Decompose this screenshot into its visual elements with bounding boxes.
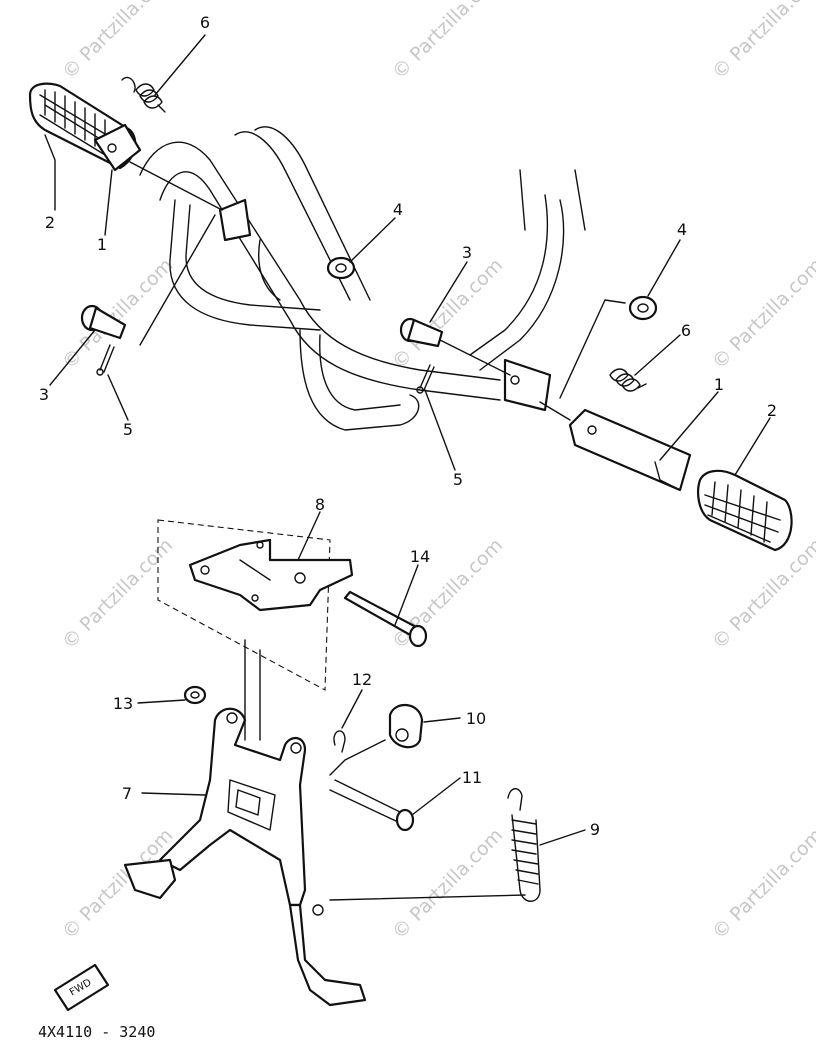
right-pin	[399, 317, 444, 348]
return-spring	[507, 788, 541, 902]
pivot-bolt	[343, 590, 428, 648]
left-washer	[326, 256, 356, 280]
callout-5: 5	[123, 420, 133, 439]
right-footrest-rubber	[697, 469, 793, 552]
main-stand	[123, 707, 367, 1007]
callout-6: 6	[200, 13, 210, 32]
left-spring	[121, 76, 166, 113]
left-pin	[80, 304, 127, 340]
nut	[183, 685, 207, 705]
stopper-damper	[388, 704, 424, 749]
callout-13: 13	[113, 694, 133, 713]
callout-5: 5	[453, 470, 463, 489]
assembly-lines	[129, 161, 626, 901]
watermark: © Partzilla.com	[388, 254, 507, 373]
callout-3: 3	[39, 385, 49, 404]
right-footrest-bracket	[568, 408, 692, 492]
callout-9: 9	[590, 820, 600, 839]
callout-12: 12	[352, 670, 372, 689]
watermark: © Partzilla.com	[388, 824, 507, 943]
watermark: © Partzilla.com	[708, 0, 816, 84]
callout-7: 7	[122, 784, 132, 803]
right-spring	[609, 368, 647, 392]
watermark: © Partzilla.com	[388, 0, 507, 84]
callout-4: 4	[677, 220, 687, 239]
watermark: © Partzilla.com	[708, 824, 816, 943]
callout-10: 10	[466, 709, 486, 728]
frame-tubing	[139, 126, 586, 431]
callout-8: 8	[315, 495, 325, 514]
right-washer	[628, 295, 658, 321]
watermark: © Partzilla.com	[58, 534, 177, 653]
diagram-code: 4X4110 - 3240	[38, 1023, 155, 1041]
callout-4: 4	[393, 200, 403, 219]
left-cotter-pin	[96, 344, 115, 376]
watermark: © Partzilla.com	[708, 534, 816, 653]
watermark: © Partzilla.com	[708, 254, 816, 373]
watermark-layer: © Partzilla.com © Partzilla.com © Partzi…	[58, 0, 816, 944]
callout-6: 6	[681, 321, 691, 340]
left-footrest-bracket	[93, 123, 142, 172]
callout-11: 11	[462, 768, 482, 787]
callout-1: 1	[714, 375, 724, 394]
callout-3: 3	[462, 243, 472, 262]
callout-14: 14	[410, 547, 430, 566]
callout-1: 1	[97, 235, 107, 254]
watermark: © Partzilla.com	[58, 254, 177, 373]
callout-labels: 6 2 1 4 3 5 3 5 4 6 1 2 8 14 12 13 10 7 …	[39, 13, 777, 839]
right-cotter-pin	[416, 364, 435, 394]
stand-shaft	[329, 779, 415, 832]
stand-bracket	[188, 538, 354, 612]
callout-2: 2	[767, 401, 777, 420]
callout-2: 2	[45, 213, 55, 232]
fwd-arrow-icon: FWD	[53, 963, 110, 1012]
watermark: © Partzilla.com	[58, 0, 177, 84]
stand-cotter-pin	[333, 730, 346, 753]
watermark: © Partzilla.com	[388, 534, 507, 653]
leader-lines	[44, 34, 771, 846]
